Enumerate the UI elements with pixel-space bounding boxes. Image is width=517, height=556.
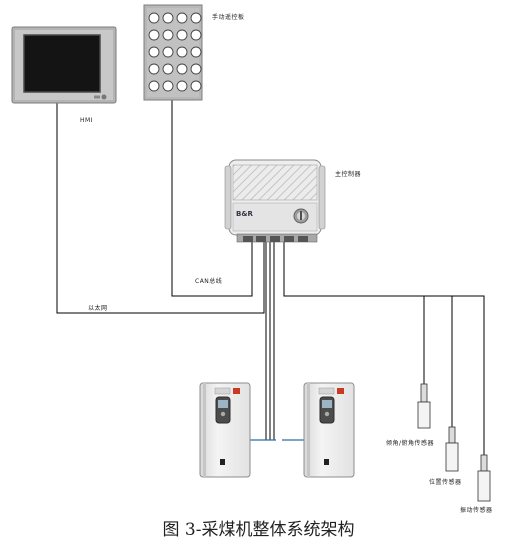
sensor-bus-line	[283, 242, 485, 455]
remote-panel-line	[171, 100, 253, 297]
keypad-key	[190, 12, 202, 24]
figure-caption: 图 3-采煤机整体系统架构	[162, 520, 355, 540]
keypad-key	[162, 12, 174, 24]
frequency-drive-icon	[199, 382, 251, 478]
keypad-key	[162, 63, 174, 75]
main-controller-label: 主控制器	[335, 171, 362, 178]
controller-box-icon	[224, 159, 326, 243]
keypad-key	[148, 29, 160, 41]
can-bus-label: CAN总线	[195, 278, 223, 285]
ethernet-label: 以太网	[88, 305, 108, 312]
controller-logo: B&R	[236, 210, 253, 218]
frequency-drive-icon	[303, 382, 355, 478]
tilt-sensor-label: 倾角/俯角传感器	[386, 440, 435, 447]
keypad-key	[176, 12, 188, 24]
keypad-key	[148, 80, 160, 92]
keypad-keys	[148, 12, 202, 92]
hmi-touch-panel-icon	[11, 26, 117, 104]
keypad-key	[148, 12, 160, 24]
keypad-key	[176, 46, 188, 58]
remote-panel-label: 手动遥控板	[212, 14, 245, 21]
keypad-key	[190, 80, 202, 92]
keypad-key	[190, 29, 202, 41]
ethernet-line	[56, 103, 265, 314]
cylindrical-sensor-icon	[445, 426, 459, 472]
position-sensor-label: 位置传感器	[429, 479, 462, 486]
keypad-key	[176, 29, 188, 41]
keypad-key	[190, 46, 202, 58]
keypad-key	[190, 63, 202, 75]
keypad-key	[162, 29, 174, 41]
keypad-key	[148, 63, 160, 75]
vibration-sensor-label: 振动传感器	[460, 507, 493, 514]
keypad-remote-icon	[143, 4, 203, 101]
keypad-key	[176, 63, 188, 75]
cylindrical-sensor-icon	[477, 454, 491, 502]
keypad-key	[162, 80, 174, 92]
keypad-key	[176, 80, 188, 92]
hmi-label: HMI	[80, 117, 93, 124]
connections	[56, 100, 485, 455]
cylindrical-sensor-icon	[417, 383, 431, 429]
keypad-key	[148, 46, 160, 58]
keypad-key	[162, 46, 174, 58]
